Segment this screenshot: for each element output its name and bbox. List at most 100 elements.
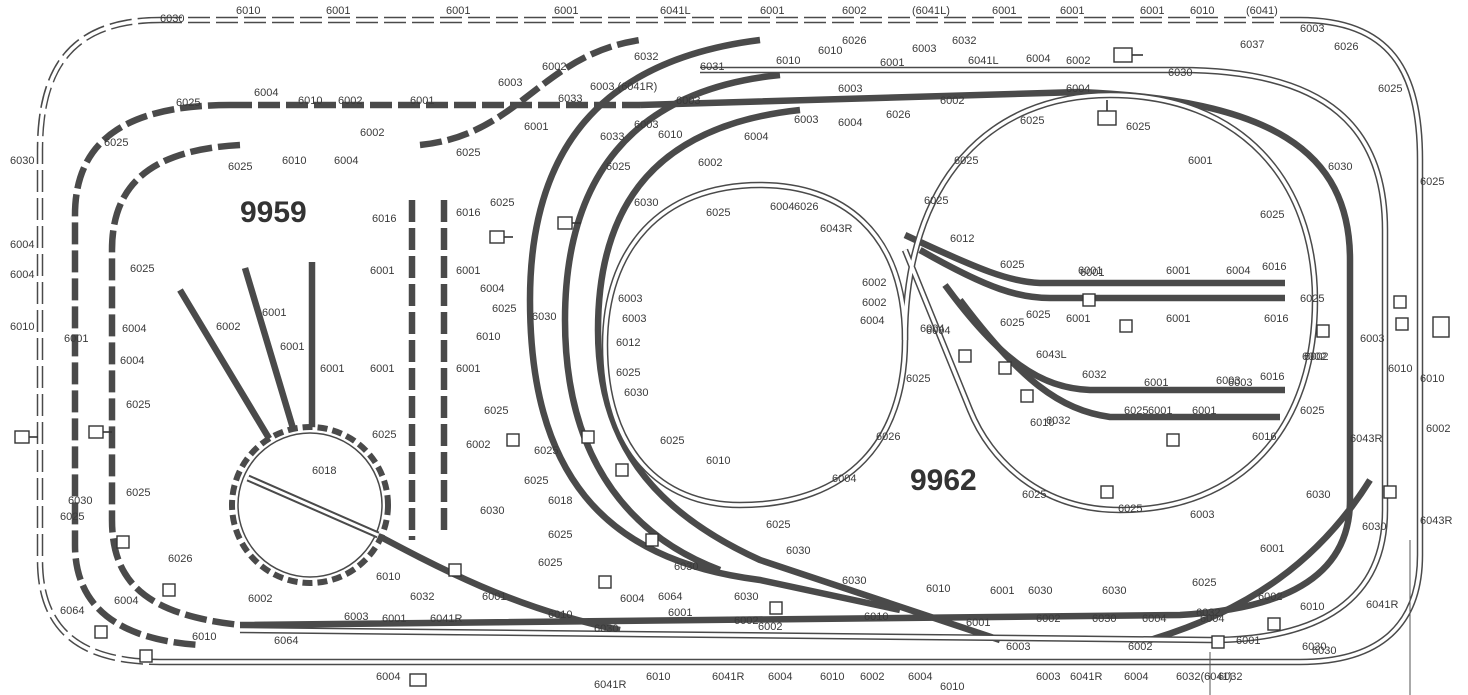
track-part-label: 6004	[334, 155, 358, 167]
track-part-label: 6004	[620, 593, 644, 605]
track-part-label: 6004	[768, 671, 792, 683]
track-part-label: (6041L)	[912, 5, 950, 17]
track-part-label: 6001	[482, 591, 506, 603]
track-part-label: 6004	[376, 671, 400, 683]
track-part-label: 6025	[1026, 309, 1050, 321]
signal-icon	[645, 533, 659, 547]
signal-icon	[1020, 389, 1034, 403]
track-part-label: 6031	[700, 61, 724, 73]
track-part-label: 6010	[236, 5, 260, 17]
track-part-label: 6030	[842, 575, 866, 587]
track-part-label: 6001	[370, 265, 394, 277]
layout-number-9962: 9962	[910, 464, 977, 497]
signal-icon	[409, 673, 427, 687]
track-part-label: 6041R	[430, 613, 462, 625]
track-part-label: 6025	[1022, 489, 1046, 501]
signal-icon	[598, 575, 612, 589]
track-part-label: 6001	[1140, 5, 1164, 17]
track-part-label: 6025	[538, 557, 562, 569]
track-part-label: 6025	[1000, 317, 1024, 329]
track-part-label: 6010	[476, 331, 500, 343]
track-part-label: 6025	[126, 399, 150, 411]
track-part-label: 6025	[372, 429, 396, 441]
track-part-label: 6002	[862, 277, 886, 289]
track-part-label: 6032	[952, 35, 976, 47]
track-part-label: 6025	[1420, 176, 1444, 188]
track-part-label: 6001	[554, 5, 578, 17]
track-part-label: 6002	[1066, 55, 1090, 67]
track-part-label: 6001	[1188, 155, 1212, 167]
track-part-label: 6025	[1192, 577, 1216, 589]
signal-icon	[506, 433, 520, 447]
track-part-label: 6003	[1006, 641, 1030, 653]
track-part-label: 6025	[1260, 209, 1284, 221]
track-part-label: 6003	[1300, 23, 1324, 35]
track-part-label: 6025	[1378, 83, 1402, 95]
track-part-label: 6026	[168, 553, 192, 565]
track-part-label: 6001	[524, 121, 548, 133]
track-part-label: 6041R	[1070, 671, 1102, 683]
track-part-label: 6025	[104, 137, 128, 149]
signal-icon	[581, 430, 595, 444]
track-part-label: 6030	[1312, 645, 1336, 657]
track-part-label: 6003	[676, 95, 700, 107]
track-part-label: 6037	[1240, 39, 1264, 51]
track-part-label: 6016	[456, 207, 480, 219]
yard-track-2	[918, 247, 1285, 302]
track-part-label: 6025	[1126, 121, 1150, 133]
track-part-label: 6010	[646, 671, 670, 683]
track-part-label: 6030	[674, 561, 698, 573]
turntable-lead-1	[177, 288, 273, 442]
track-part-label: 6010	[926, 583, 950, 595]
track-part-label: 6002	[1302, 351, 1326, 363]
track-part-label: 6025	[484, 405, 508, 417]
layout-number-9959: 9959	[240, 196, 307, 229]
track-part-label: 6064	[274, 635, 298, 647]
track-part-label: 6030	[786, 545, 810, 557]
track-part-label: 6010	[10, 321, 34, 333]
track-part-label: 6010	[376, 571, 400, 583]
track-part-label: 6010	[940, 681, 964, 693]
track-part-label: 6025	[490, 197, 514, 209]
track-part-label: 6026	[886, 109, 910, 121]
track-part-label: 6025	[706, 207, 730, 219]
track-part-label: 6004	[908, 671, 932, 683]
signal-icon	[1166, 433, 1180, 447]
turntable-label: 6018	[312, 465, 336, 477]
track-part-label: 6043R	[820, 223, 852, 235]
third-loop-left-track	[108, 141, 241, 629]
track-part-label: 6026	[1334, 41, 1358, 53]
track-part-label: 6001	[1148, 405, 1172, 417]
yard-track-1	[903, 232, 1285, 287]
signals	[14, 47, 1450, 687]
track-part-label: 6001	[990, 585, 1014, 597]
track-part-label: 6012	[950, 233, 974, 245]
track-part-label: 6001	[456, 265, 480, 277]
signal-icon	[88, 425, 112, 439]
track-part-label: 6004	[1142, 613, 1166, 625]
track-part-label: 6016	[1262, 261, 1286, 273]
crossover-right	[1149, 478, 1373, 644]
track-part-label: 6004	[1124, 671, 1148, 683]
track-part-label: 6016	[1260, 371, 1284, 383]
track-part-label: 6010	[1030, 417, 1054, 429]
signal-icon	[1316, 324, 1330, 338]
track-part-label: 6025	[534, 445, 558, 457]
track-part-label: 6025	[1300, 405, 1324, 417]
track-part-label: 6030	[1028, 585, 1052, 597]
track-part-label: 6004	[10, 269, 34, 281]
signal-icon	[1100, 485, 1114, 499]
track-part-label: 6001	[1260, 543, 1284, 555]
track-part-label: 6001	[1144, 377, 1168, 389]
signal-icon	[615, 463, 629, 477]
track-part-label: 6018	[548, 495, 572, 507]
track-part-label: 6003	[1036, 671, 1060, 683]
track-part-label: 6030	[1168, 67, 1192, 79]
signal-icon	[489, 230, 513, 244]
track-part-label: 6010	[820, 671, 844, 683]
track-part-label: 6004	[120, 355, 144, 367]
track-part-label: 6010	[1300, 601, 1324, 613]
track-part-label: 6010	[818, 45, 842, 57]
track-part-label: 6030	[594, 623, 618, 635]
